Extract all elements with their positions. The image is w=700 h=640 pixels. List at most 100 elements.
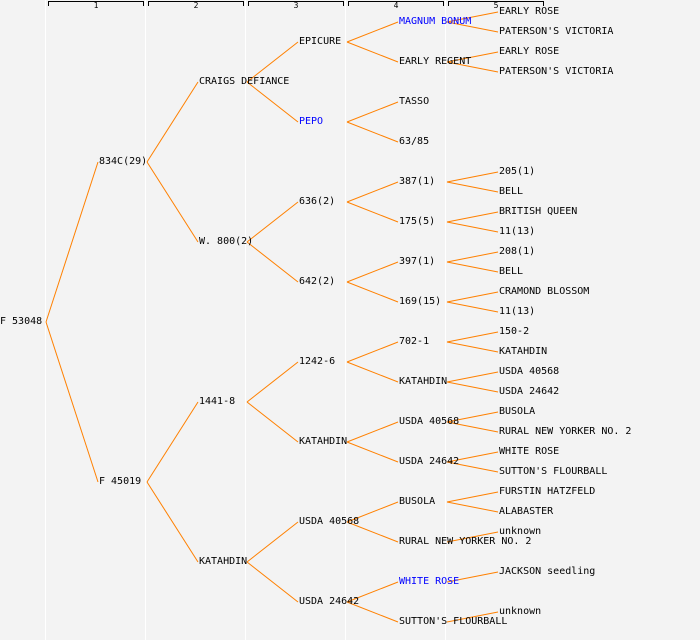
pedigree-link: [346, 181, 399, 203]
pedigree-link: [446, 221, 499, 233]
pedigree-node: KATAHDIN: [199, 556, 248, 567]
generation-header: 5: [448, 1, 544, 10]
pedigree-link: [446, 251, 499, 263]
pedigree-node: USDA 24642: [299, 596, 360, 607]
pedigree-link: [246, 41, 299, 83]
pedigree-link: [346, 261, 399, 283]
pedigree-node: 175(5): [399, 216, 436, 227]
pedigree-link: [446, 181, 499, 193]
pedigree-link: [346, 101, 399, 123]
pedigree-link: [346, 581, 399, 603]
pedigree-node: KATAHDIN: [499, 346, 548, 357]
pedigree-node: SUTTON'S FLOURBALL: [499, 466, 608, 477]
pedigree-link: [346, 41, 399, 63]
pedigree-link: [45, 321, 99, 483]
pedigree-link: [446, 291, 499, 303]
generation-number: 5: [493, 1, 499, 10]
pedigree-node: SUTTON'S FLOURBALL: [399, 616, 508, 627]
pedigree-node: 11(13): [499, 306, 536, 317]
pedigree-node: unknown: [499, 526, 542, 537]
pedigree-link: [346, 21, 399, 43]
pedigree-link: [146, 81, 199, 163]
pedigree-node: F 45019: [99, 476, 142, 487]
pedigree-link: [246, 81, 299, 123]
pedigree-link: [446, 411, 499, 423]
pedigree-link: [446, 11, 499, 23]
pedigree-link: [346, 421, 399, 443]
pedigree-link: [446, 21, 499, 33]
generation-header: 1: [48, 1, 144, 10]
pedigree-link: [346, 121, 399, 143]
pedigree-node: 702-1: [399, 336, 430, 347]
pedigree-node: CRAIGS DEFIANCE: [199, 76, 290, 87]
pedigree-node: BUSOLA: [499, 406, 536, 417]
pedigree-link: [446, 61, 499, 73]
pedigree-node[interactable]: MAGNUM BONUM: [399, 16, 472, 27]
pedigree-link: [446, 261, 499, 273]
pedigree-link: [346, 281, 399, 303]
pedigree-node: 636(2): [299, 196, 336, 207]
pedigree-node: 150-2: [499, 326, 530, 337]
pedigree-link: [346, 361, 399, 383]
pedigree-link: [246, 401, 299, 443]
pedigree-node: JACKSON seedling: [499, 566, 596, 577]
pedigree-link: [346, 501, 399, 523]
pedigree-link: [246, 561, 299, 603]
pedigree-node: BELL: [499, 186, 524, 197]
generation-number: 1: [93, 1, 99, 10]
column-divider: [45, 0, 46, 640]
pedigree-link: [346, 201, 399, 223]
pedigree-link: [446, 501, 499, 513]
pedigree-node: unknown: [499, 606, 542, 617]
pedigree-node: USDA 40568: [299, 516, 360, 527]
pedigree-node: WHITE ROSE: [499, 446, 560, 457]
pedigree-node: 642(2): [299, 276, 336, 287]
generation-number: 2: [193, 1, 199, 10]
root-node: F 53048: [0, 316, 43, 327]
pedigree-node: USDA 24642: [499, 386, 560, 397]
pedigree-node: RURAL NEW YORKER NO. 2: [399, 536, 532, 547]
pedigree-node[interactable]: WHITE ROSE: [399, 576, 460, 587]
pedigree-link: [246, 241, 299, 283]
generation-number: 3: [293, 1, 299, 10]
pedigree-node: FURSTIN HATZFELD: [499, 486, 596, 497]
pedigree-link: [446, 421, 499, 433]
pedigree-node: 205(1): [499, 166, 536, 177]
pedigree-node: PATERSON'S VICTORIA: [499, 26, 614, 37]
pedigree-link: [446, 211, 499, 223]
pedigree-node: EPICURE: [299, 36, 342, 47]
pedigree-node: USDA 24642: [399, 456, 460, 467]
pedigree-node: ALABASTER: [499, 506, 554, 517]
generation-header: 4: [348, 1, 444, 10]
pedigree-node[interactable]: PEPO: [299, 116, 324, 127]
pedigree-link: [346, 441, 399, 463]
pedigree-link: [446, 331, 499, 343]
pedigree-link: [146, 481, 199, 563]
pedigree-link: [446, 611, 499, 623]
generation-header: 3: [248, 1, 344, 10]
pedigree-node: 11(13): [499, 226, 536, 237]
pedigree-node: PATERSON'S VICTORIA: [499, 66, 614, 77]
pedigree-link: [346, 521, 399, 543]
pedigree-node: BUSOLA: [399, 496, 436, 507]
pedigree-node: 63/85: [399, 136, 430, 147]
column-divider: [445, 0, 446, 640]
column-divider: [245, 0, 246, 640]
pedigree-link: [246, 521, 299, 563]
pedigree-link: [446, 491, 499, 503]
pedigree-node: USDA 40568: [499, 366, 560, 377]
pedigree-link: [446, 451, 499, 463]
pedigree-link: [446, 51, 499, 63]
pedigree-link: [146, 401, 199, 483]
pedigree-node: 208(1): [499, 246, 536, 257]
pedigree-link: [346, 341, 399, 363]
pedigree-link: [146, 161, 199, 243]
pedigree-node: CRAMOND BLOSSOM: [499, 286, 590, 297]
pedigree-node: 169(15): [399, 296, 442, 307]
pedigree-link: [446, 531, 499, 543]
pedigree-node: EARLY ROSE: [499, 6, 560, 17]
pedigree-node: 1242-6: [299, 356, 336, 367]
pedigree-link: [446, 341, 499, 353]
pedigree-node: 834C(29): [99, 156, 148, 167]
pedigree-link: [45, 161, 99, 323]
